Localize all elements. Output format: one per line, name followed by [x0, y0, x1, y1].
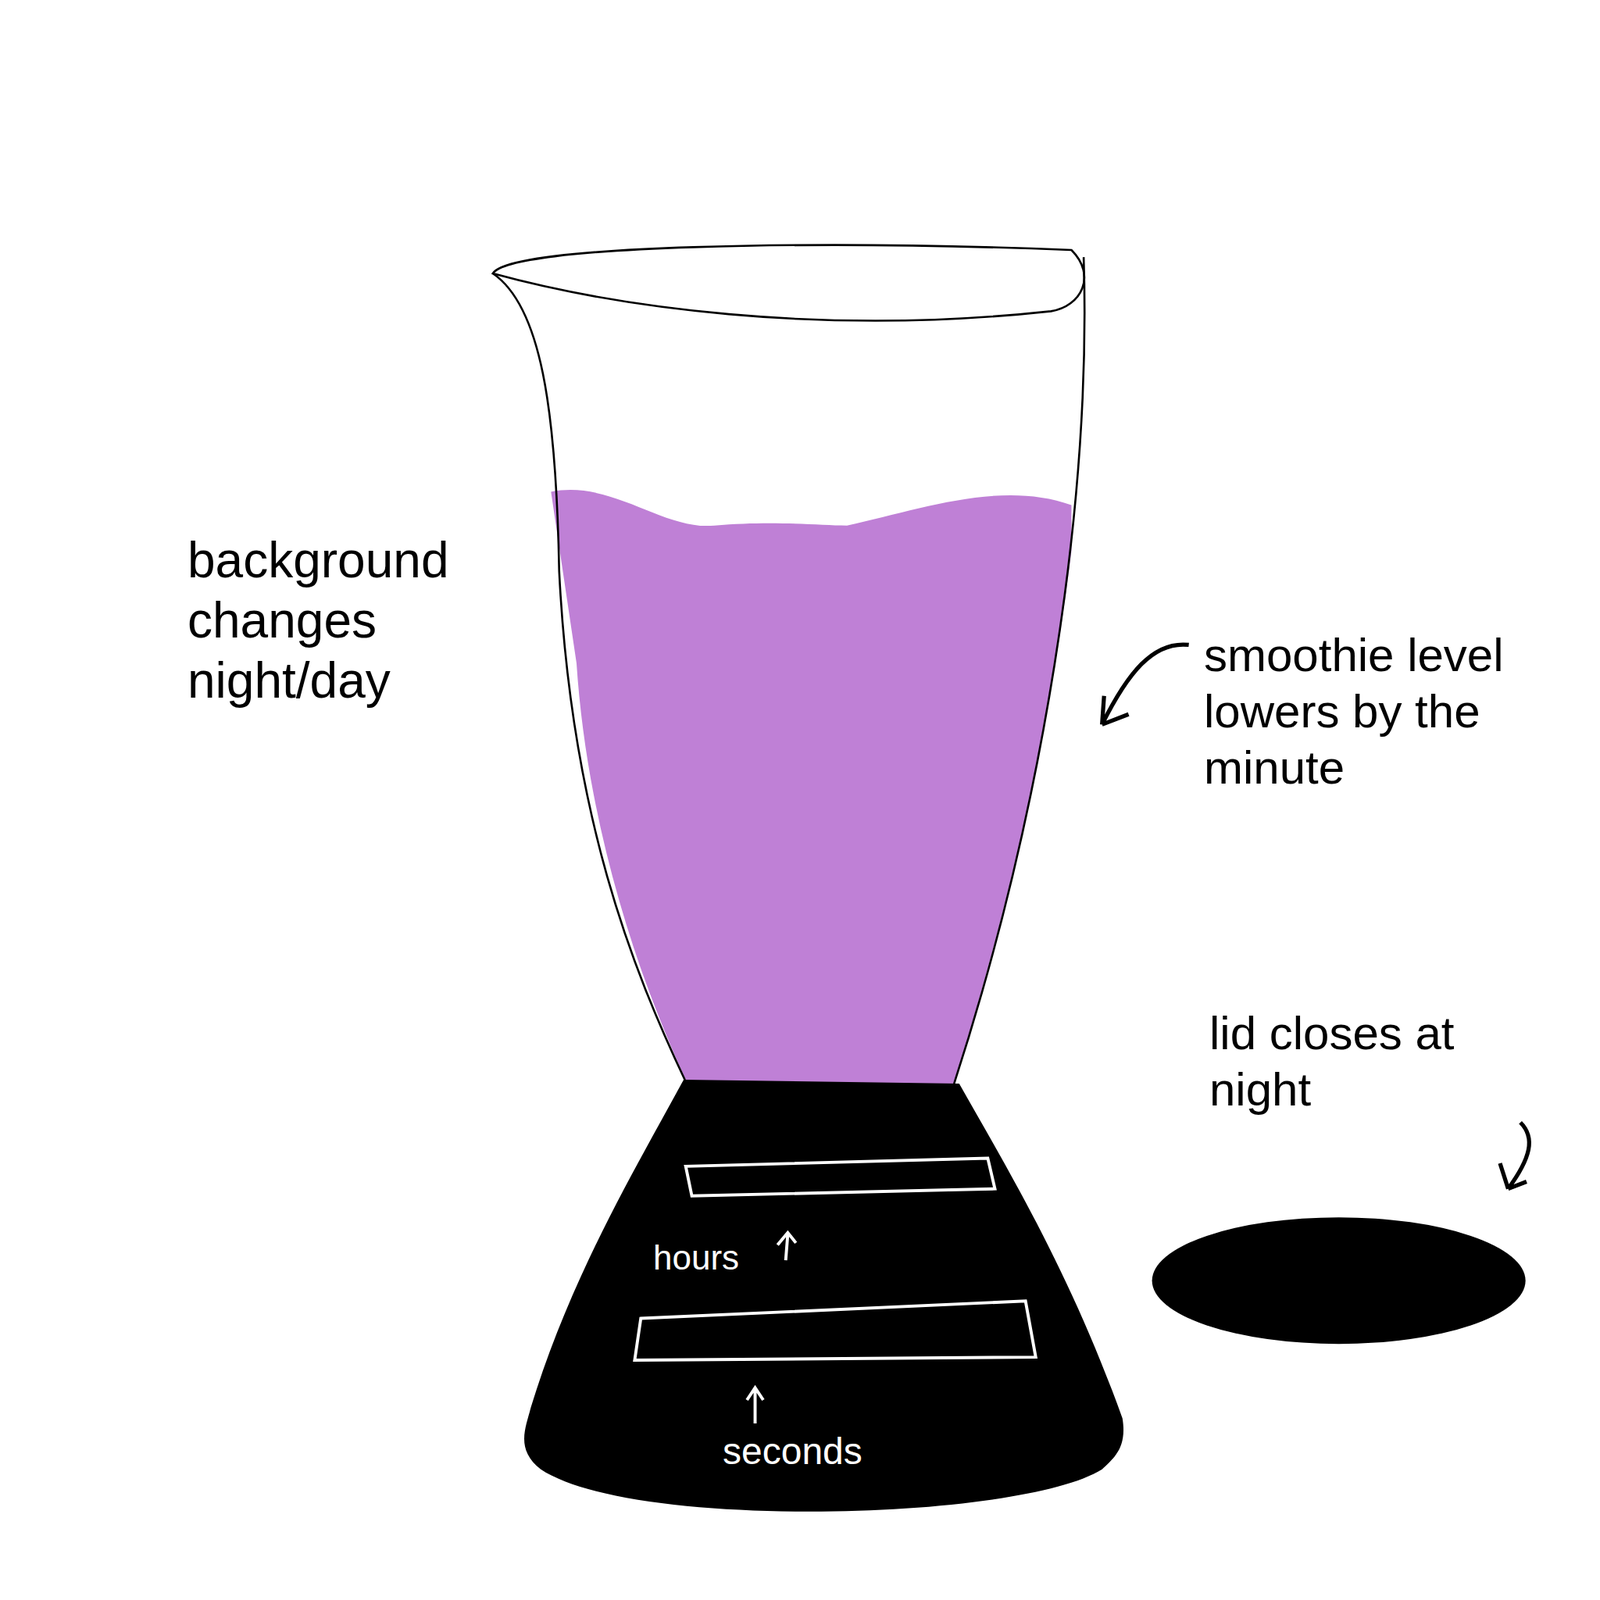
lid — [1152, 1217, 1526, 1344]
smoothie-note: smoothie level lowers by the minute — [1203, 627, 1564, 797]
background-note: background changes night/day — [187, 530, 525, 711]
seconds-display — [634, 1300, 1036, 1361]
blender-base — [524, 1079, 1124, 1512]
seconds-arrow — [746, 1387, 764, 1424]
jar-right-side — [953, 257, 1085, 1084]
smoothie-arrow — [1102, 644, 1190, 725]
hours-display — [685, 1157, 996, 1196]
seconds-label: seconds — [722, 1428, 907, 1475]
jar-left-side — [492, 273, 686, 1082]
lid-note: lid closes at night — [1209, 1005, 1506, 1118]
lid-arrow — [1500, 1122, 1529, 1190]
jar-rim — [492, 245, 1085, 322]
hours-label: hours — [653, 1237, 776, 1279]
hours-arrow — [777, 1232, 797, 1261]
smoothie-fill — [550, 489, 1072, 1097]
